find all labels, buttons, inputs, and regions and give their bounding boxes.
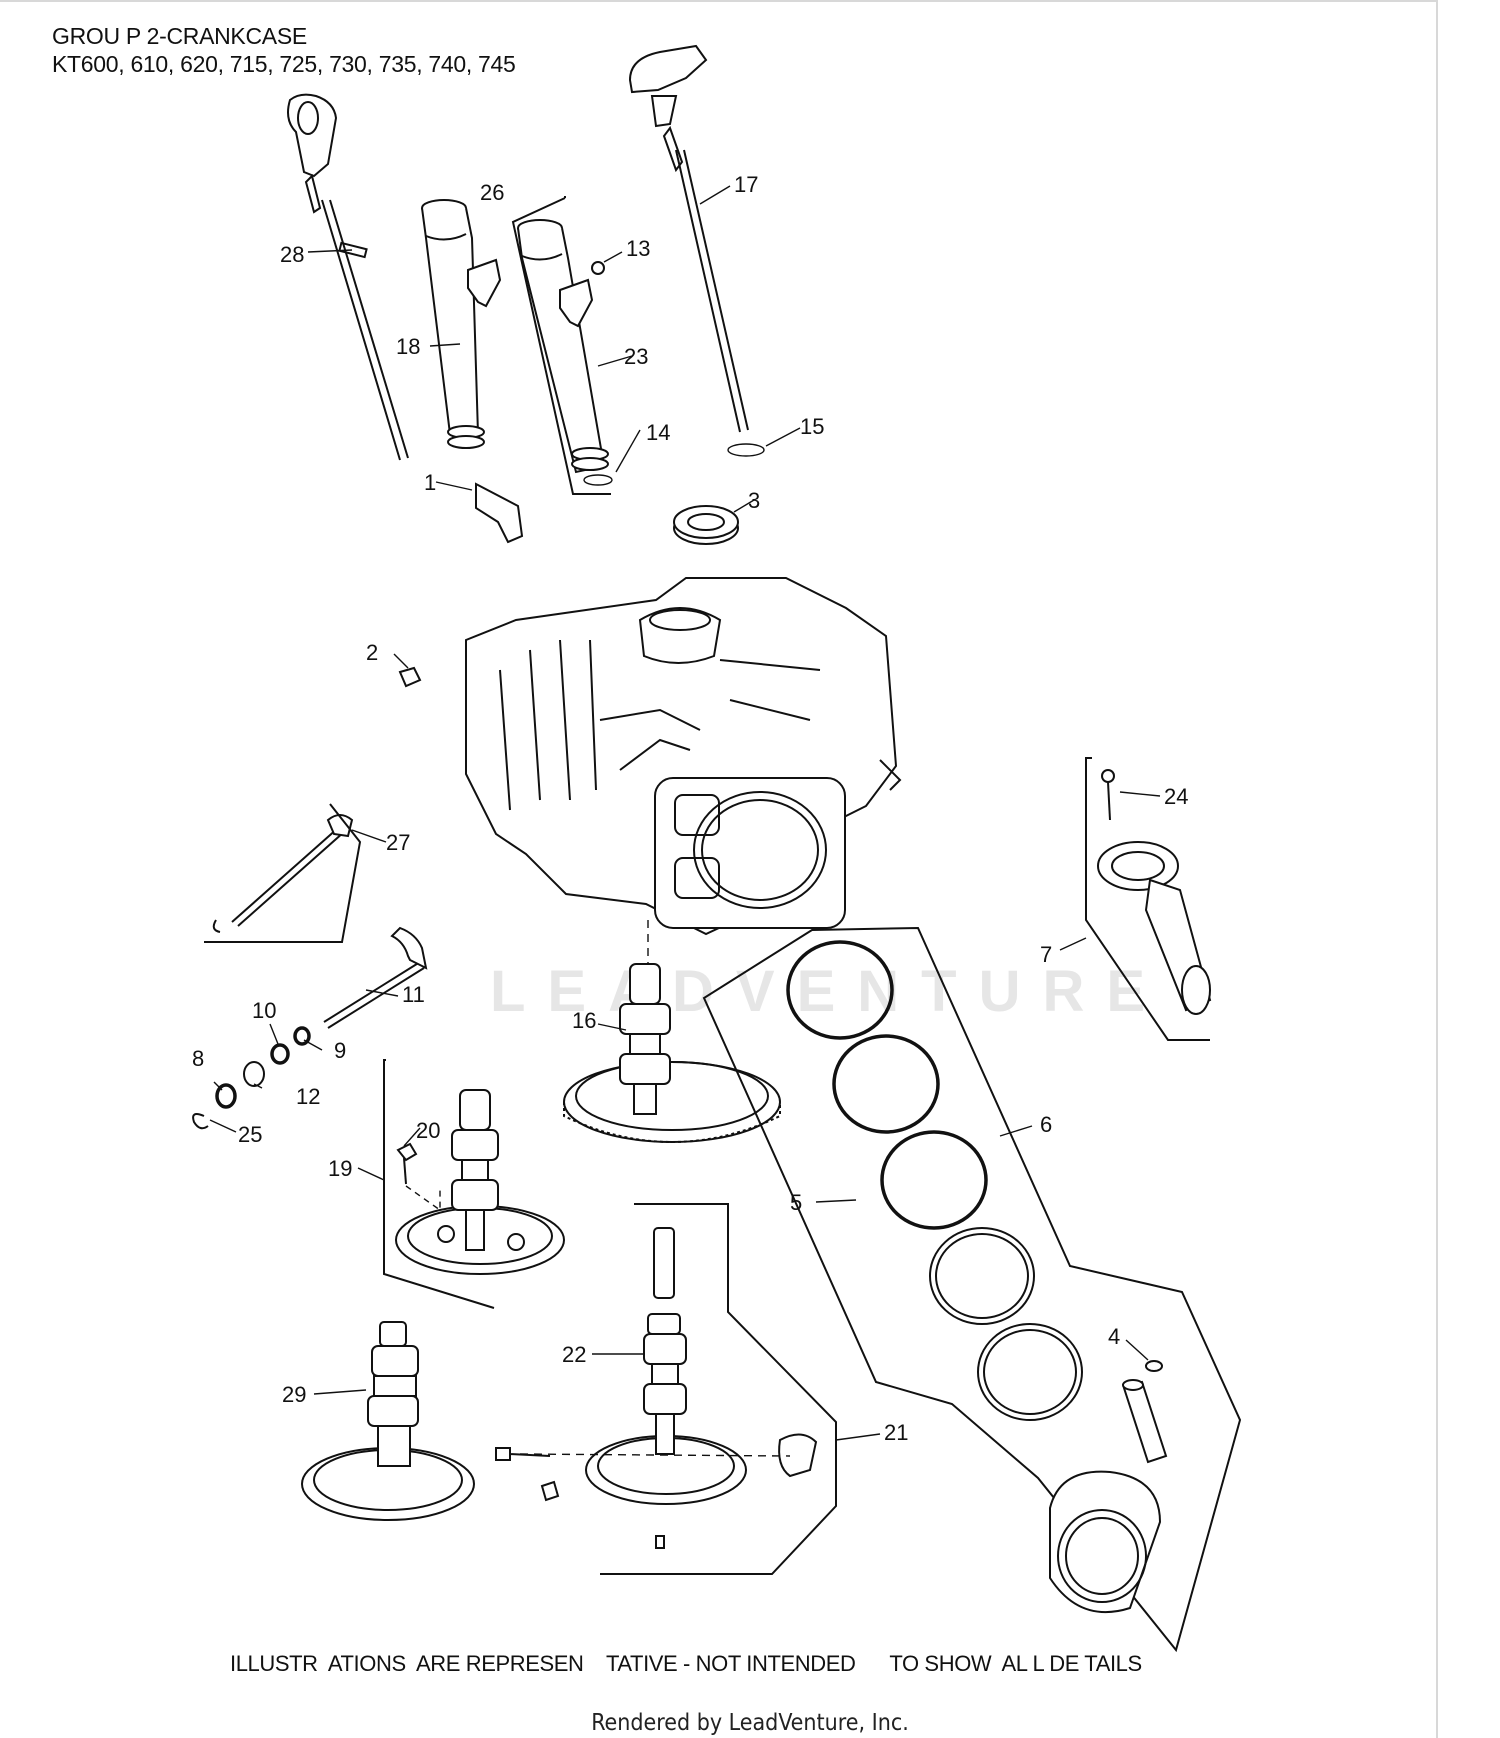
callout-20[interactable]: 20	[416, 1118, 440, 1143]
callout-labels: 1 2 3 4 5 6 7 8 9 10 11 12 13 14 15 16 1…	[192, 172, 1188, 1445]
pickup-tube-part-27[interactable]	[212, 814, 354, 933]
group-title: GROU P 2-CRANKCASE	[52, 23, 307, 49]
callout-28[interactable]: 28	[280, 242, 304, 267]
dipstick-part-28[interactable]	[287, 93, 409, 461]
callout-8[interactable]: 8	[192, 1046, 204, 1071]
bracket-group-21	[600, 1203, 837, 1575]
plug-part[interactable]	[655, 1535, 665, 1549]
callout-12[interactable]: 12	[296, 1084, 320, 1109]
camshaft-part-16[interactable]	[563, 963, 781, 1143]
fill-tube-part-18[interactable]	[421, 199, 502, 449]
washer-part-10[interactable]	[270, 1043, 290, 1065]
callout-26[interactable]: 26	[480, 180, 504, 205]
callout-27[interactable]: 27	[386, 830, 410, 855]
washer-part-8[interactable]	[215, 1083, 237, 1109]
callout-17[interactable]: 17	[734, 172, 758, 197]
bracket-part-1[interactable]	[475, 482, 524, 544]
page-frame	[0, 0, 1438, 1738]
bolt-part-20[interactable]	[396, 1142, 418, 1185]
crankcase-block[interactable]	[465, 577, 902, 936]
bracket-group-26	[511, 197, 611, 495]
connecting-rod-part-7[interactable]	[1097, 769, 1212, 1015]
watermark-text: LEADVENTURE	[490, 959, 1168, 1024]
callout-3[interactable]: 3	[748, 488, 760, 513]
callout-15[interactable]: 15	[800, 414, 824, 439]
clip-part-25[interactable]	[192, 1113, 209, 1130]
callout-23[interactable]: 23	[624, 344, 648, 369]
bracket-group-7	[1085, 757, 1210, 1041]
footer-credit: Rendered by LeadVenture, Inc.	[591, 1710, 909, 1736]
governor-shaft-part[interactable]	[495, 1447, 551, 1461]
camshaft-part-22[interactable]	[585, 1227, 747, 1505]
fill-tube-part-23[interactable]	[517, 219, 613, 486]
dowel-part-2[interactable]	[398, 666, 422, 688]
callout-11[interactable]: 11	[402, 982, 425, 1007]
callout-14[interactable]: 14	[646, 420, 670, 445]
leader-lines	[209, 185, 1161, 1441]
callout-4[interactable]: 4	[1108, 1324, 1120, 1349]
callout-2[interactable]: 2	[366, 640, 378, 665]
callout-25[interactable]: 25	[238, 1122, 262, 1147]
oil-seal-part-3[interactable]	[673, 505, 739, 545]
model-list: KT600, 610, 620, 715, 725, 730, 735, 740…	[52, 51, 516, 77]
diagram-header: GROU P 2-CRANKCASE KT600, 610, 620, 715,…	[52, 22, 516, 78]
callout-18[interactable]: 18	[396, 334, 420, 359]
piston-pin-part-4[interactable]	[1122, 1360, 1168, 1464]
callout-19[interactable]: 19	[328, 1156, 352, 1181]
governor-gear-part[interactable]	[778, 1433, 818, 1478]
piston-part[interactable]	[1049, 1470, 1162, 1614]
washer-part-9[interactable]	[293, 1026, 311, 1046]
disclaimer-text: ILLUSTR ATIONS ARE REPRESEN TATIVE - NOT…	[230, 1651, 1142, 1676]
callout-1[interactable]: 1	[424, 470, 436, 495]
dipstick-part-17[interactable]	[628, 44, 765, 457]
callout-7[interactable]: 7	[1040, 942, 1052, 967]
callout-24[interactable]: 24	[1164, 784, 1188, 809]
rod-part-11[interactable]	[323, 926, 428, 1029]
callout-5[interactable]: 5	[790, 1190, 802, 1215]
piston-rings-part-6[interactable]	[786, 940, 1083, 1421]
camshaft-part-19[interactable]	[395, 1089, 565, 1275]
washer-part-12[interactable]	[243, 1061, 265, 1087]
callout-13[interactable]: 13	[626, 236, 650, 261]
bracket-group-19	[383, 1059, 495, 1309]
callout-29[interactable]: 29	[282, 1382, 306, 1407]
callout-6[interactable]: 6	[1040, 1112, 1052, 1137]
callout-16[interactable]: 16	[572, 1008, 596, 1033]
callout-21[interactable]: 21	[884, 1420, 908, 1445]
camshaft-part-29[interactable]	[301, 1321, 475, 1521]
callout-9[interactable]: 9	[334, 1038, 346, 1063]
callout-22[interactable]: 22	[562, 1342, 586, 1367]
bracket-group-27	[204, 803, 362, 943]
bracket-group-5-6	[702, 926, 1242, 1653]
pin-part[interactable]	[540, 1480, 560, 1502]
callout-10[interactable]: 10	[252, 998, 276, 1023]
